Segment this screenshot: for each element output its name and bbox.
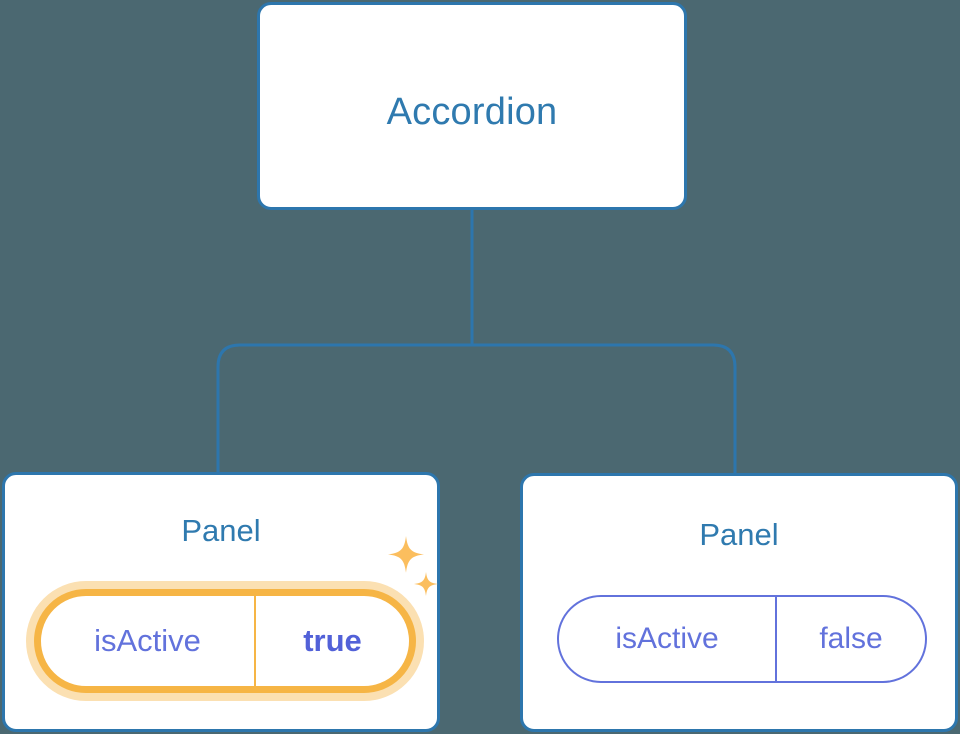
node-panel-active[interactable]: Panel isActive true — [2, 472, 440, 732]
prop-value: false — [819, 622, 883, 655]
edge-fork-bar — [216, 343, 737, 473]
prop-key: isActive — [559, 597, 777, 681]
prop-pill-isactive-false[interactable]: isActive false — [557, 595, 927, 683]
node-panel-inactive-label: Panel — [699, 517, 779, 552]
node-accordion-label: Accordion — [386, 91, 558, 133]
prop-pill-wrapper-active: isActive true — [34, 589, 416, 693]
prop-key: isActive — [41, 596, 256, 686]
node-panel-active-label: Panel — [181, 513, 261, 548]
prop-pill-isactive-true[interactable]: isActive true — [34, 589, 416, 693]
node-accordion[interactable]: Accordion — [257, 2, 687, 210]
prop-value: true — [303, 623, 362, 658]
node-panel-inactive[interactable]: Panel isActive false — [520, 473, 958, 732]
prop-pill-wrapper-inactive: isActive false — [557, 595, 927, 683]
